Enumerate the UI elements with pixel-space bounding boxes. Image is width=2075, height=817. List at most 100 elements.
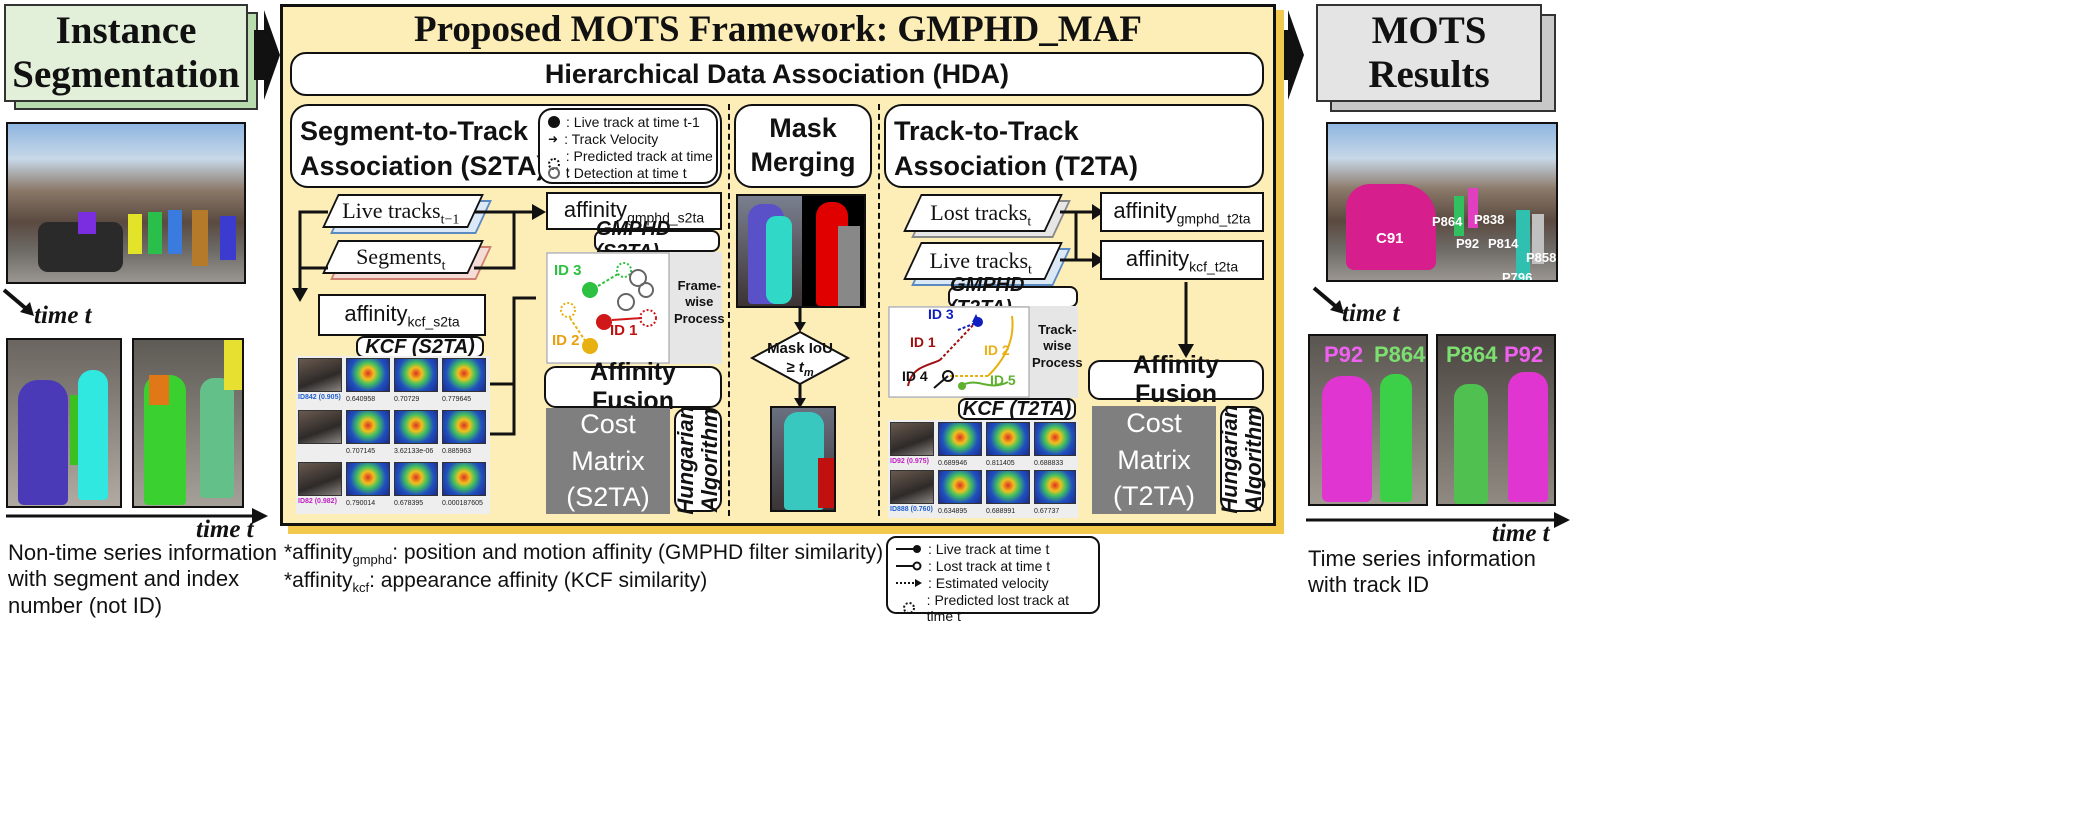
footnote-2-sub: kcf (352, 580, 370, 596)
s2ta-title-line2: Association (S2TA) (300, 151, 546, 182)
mask-iou-line1: Mask IoU (767, 340, 833, 357)
t2ta-affinity-kcf-sub: kcf_t2ta (1189, 258, 1239, 275)
left-crop-2 (132, 338, 244, 508)
t2ta-title-line2: Association (T2TA) (894, 151, 1139, 182)
s2ta-affinity-kcf-label: affinity (344, 300, 408, 326)
t2ta-title-box (884, 104, 1264, 188)
s2ta-title-line1: Segment-to-Track (300, 116, 529, 146)
t2ta-id-4: ID 4 (902, 368, 928, 384)
right-crop-2: P864 P92 (1436, 334, 1556, 506)
track-label-p858: P858 (1526, 250, 1557, 265)
right-crop1-id-p92: P92 (1324, 342, 1364, 367)
t2ta-process-line2: wise (1043, 338, 1072, 354)
s2ta-gmphd-tag: GMPHD (S2TA) (594, 218, 720, 263)
footnote-1-post: : position and motion affinity (GMPHD fi… (392, 541, 884, 564)
s2ta-kcf-cell-1: 0.640958 (346, 396, 376, 403)
s2ta-hungarian-line2: Algorithm (697, 408, 723, 512)
t2ta-kcf-cell-4: ID888 (0.760) (890, 506, 933, 513)
arrow-center-to-right-icon (1278, 10, 1304, 100)
t2ta-kcf-tag: KCF (T2TA) (958, 398, 1076, 420)
t2ta-affinity-gmphd-label: affinity (1113, 197, 1177, 223)
s2ta-cost-line2: (S2TA) (566, 482, 650, 513)
left-header-line2: Segmentation (12, 53, 240, 96)
t2ta-lost-tracks-label: Lost tracks (930, 200, 1028, 225)
right-caption: Time series information with track ID (1308, 546, 1536, 599)
s2ta-kcf-cell-2: 0.70729 (394, 396, 420, 403)
s2ta-gmphd-diagram: ID 3 ID 2 ID 1 Frame- wise Process (546, 252, 725, 364)
mask-merging-line1: Mask (769, 113, 837, 144)
mask-merge-result-image (770, 406, 836, 512)
t2ta-process-label: Track- wise Process (1032, 322, 1083, 371)
mask-iou-label: Mask IoU ≥ tm (758, 340, 842, 381)
bottom-legend-3: : Predicted lost track at time t (926, 592, 1070, 624)
t2ta-affinity-gmphd-sub: gmphd_t2ta (1176, 210, 1251, 227)
track-label-c91: C91 (1376, 230, 1404, 247)
s2ta-kcf-cell-3: 0.779645 (442, 396, 472, 403)
t2ta-cost-line2: (T2TA) (1113, 481, 1195, 512)
bottom-legend-0: : Live track at time t (928, 541, 1050, 557)
s2ta-id-3: ID 3 (554, 262, 582, 279)
right-crop2-id-p864: P864 (1446, 342, 1498, 367)
right-caption-line1: Time series information (1308, 546, 1536, 571)
t2ta-gmphd-diagram: ID 3 ID 1 ID 2 ID 4 ID 5 Track- wise Pro… (888, 306, 1083, 398)
s2ta-legend-2: : Predicted track at time t (565, 148, 713, 180)
s2ta-kcf-grid: ID842 (0.905) 0.640958 0.70729 0.779645 … (296, 356, 490, 514)
live-track-marker-icon (896, 545, 921, 553)
t2ta-kcf-grid: ID92 (0.975) 0.689946 0.811405 0.688833 … (888, 420, 1078, 518)
s2ta-kcf-cell-9: 0.790014 (346, 500, 376, 507)
t2ta-cost-matrix: Cost Matrix (T2TA) (1092, 406, 1216, 514)
t2ta-cost-line1: Cost Matrix (1117, 408, 1191, 475)
footnote-1-sub: gmphd (352, 552, 393, 568)
t2ta-live-tracks-label: Live tracks (929, 248, 1029, 273)
t2ta-gmphd-sketch (888, 306, 1030, 398)
right-axis-label: time t (1492, 520, 1550, 547)
arrow-icon: ➜ (548, 132, 559, 146)
t2ta-connectors (1060, 204, 1104, 268)
s2ta-legend: : Live track at time t-1 ➜: Track Veloci… (538, 108, 718, 184)
s2ta-affinity-gmphd-sub: gmphd_s2ta (627, 209, 705, 226)
t2ta-kcf-cell-3: 0.688833 (1034, 460, 1064, 467)
predicted-lost-track-icon (903, 602, 915, 614)
right-crop2-id-p92: P92 (1504, 342, 1544, 367)
bottom-legend: : Live track at time t : Lost track at t… (886, 536, 1100, 624)
track-label-p838: P838 (1474, 212, 1505, 227)
t2ta-id-3: ID 3 (928, 306, 954, 322)
s2ta-affinity-gmphd-label: affinity (563, 196, 628, 222)
t2ta-process-line3: Process (1032, 354, 1083, 370)
open-circle-icon (548, 167, 560, 179)
s2ta-legend-3: : Detection at time t (566, 165, 687, 181)
left-crop-1 (6, 338, 122, 508)
s2ta-cost-matrix: Cost Matrix(S2TA) (546, 408, 670, 514)
footnote-1-pre: *affinity (284, 541, 353, 564)
s2ta-affinity-fusion: Affinity Fusion (544, 358, 722, 415)
mots-results-header: MOTS Results (1316, 4, 1542, 102)
hda-banner: Hierarchical Data Association (HDA) (290, 52, 1264, 96)
t2ta-title-line1: Track-to-Track (894, 116, 1079, 146)
t2ta-lost-tracks: Lost trackst (903, 194, 1063, 232)
s2ta-hungarian-line1: Hungarian (672, 405, 698, 515)
t2ta-id-1: ID 1 (910, 334, 936, 350)
right-street-image: C91 P864 P838 P92 P814 P858 P796 (1326, 122, 1558, 282)
s2ta-kcf-tag: KCF (S2TA) (356, 336, 484, 358)
filled-circle-icon (548, 116, 560, 128)
framework-title: Proposed MOTS Framework: GMPHD_MAF (414, 8, 1142, 50)
t2ta-affinity-fusion: Affinity Fusion (1088, 351, 1264, 408)
footnotes: *affinitygmphd: position and motion affi… (284, 540, 883, 597)
t2ta-title: Track-to-Track Association (T2TA) (894, 114, 1138, 184)
s2ta-kcf-cell-7: 0.885963 (442, 448, 472, 455)
t2ta-affinity-kcf-label: affinity (1125, 245, 1190, 271)
separator-2 (878, 104, 880, 516)
s2ta-affinity-gmphd: affinitygmphd_s2ta (546, 192, 722, 230)
s2ta-process-line2: wise (685, 294, 714, 310)
mask-iou-sub: m (803, 366, 814, 379)
right-time-label: time t (1342, 300, 1400, 327)
bottom-legend-1: : Lost track at time t (928, 558, 1051, 574)
time-arrow-icon (2, 288, 34, 316)
t2ta-hungarian-line1: Hungarian (1216, 404, 1242, 514)
left-axis-label: time t (196, 516, 254, 543)
left-header-line1: Instance (55, 9, 197, 53)
t2ta-gmphd-tag: GMPHD (T2TA) (948, 274, 1078, 319)
lost-track-marker-icon (896, 561, 922, 571)
left-street-image (6, 122, 246, 284)
